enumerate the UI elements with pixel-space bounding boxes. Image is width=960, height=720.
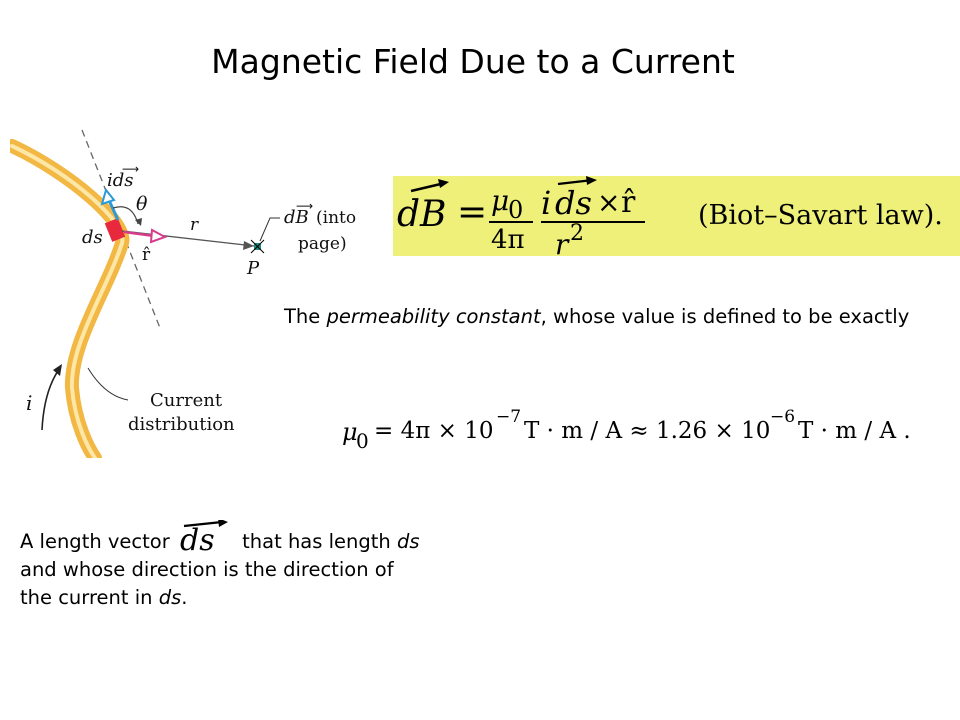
length-italic-ds: ds: [396, 530, 420, 553]
mu0-equation: μ 0 = 4π × 10 −7 T · m / A ≈ 1.26 × 10 −…: [342, 408, 910, 453]
theta-arrowhead: [135, 218, 142, 226]
ds-vector-symbol-text: ds: [180, 523, 215, 554]
label-p: P: [246, 258, 260, 279]
permeability-text-before: The: [284, 305, 327, 328]
mu0-unit1: T · m / A ≈ 1.26 × 10: [524, 418, 770, 444]
formula-r: r: [555, 228, 570, 256]
wire-inner: [10, 144, 125, 458]
label-into: (into: [316, 208, 356, 228]
length-text-2: that has length: [235, 530, 397, 553]
current-element-ds: [104, 218, 126, 242]
current-arrowhead: [53, 364, 62, 376]
db-leader-line: [259, 217, 280, 242]
formula-ds-arrowhead: [586, 176, 597, 185]
distribution-leader-line: [87, 367, 129, 401]
mu0-exp2: −6: [770, 408, 795, 427]
formula-cross: ×: [597, 186, 620, 219]
length-text-1: A length vector: [20, 530, 170, 553]
label-ds: ds: [82, 227, 103, 248]
current-distribution-diagram: ids ⟶ θ ds r̂ r dB ⟶ (into page) P i Cur…: [10, 129, 356, 458]
formula-rhat: r̂: [621, 185, 636, 220]
permeability-term: permeability constant: [326, 305, 541, 328]
formula-ds: ds: [555, 184, 592, 222]
label-distribution: distribution: [128, 414, 235, 435]
permeability-paragraph: The permeability constant, whose value i…: [284, 303, 954, 331]
permeability-text-after: , whose value is defined to be exactly: [540, 305, 910, 328]
ds-vector-symbol-arrow: [183, 520, 223, 528]
label-db-arrow: ⟶: [296, 199, 313, 213]
label-r: r: [190, 215, 199, 235]
formula-mu: μ: [491, 184, 509, 217]
formula-r-exp: 2: [570, 221, 584, 246]
length-italic-ds-2: ds: [158, 586, 182, 609]
mu0-unit2: T · m / A .: [798, 418, 910, 444]
label-ids-arrow: ⟶: [122, 162, 139, 176]
ds-vector-symbol-arrowhead: [218, 520, 228, 527]
rhat-arrowhead: [149, 228, 168, 244]
biot-savart-formula: dB = μ 0 4π i ds × r̂ r 2 (Biot–Savart l…: [393, 176, 960, 256]
formula-lhs-arrowhead: [438, 179, 449, 188]
r-arrowhead: [243, 241, 254, 250]
ds-vector-symbol: ds: [180, 520, 228, 554]
label-rhat: r̂: [142, 245, 151, 265]
formula-mu-sub: 0: [508, 196, 523, 224]
current-direction-arrow: [41, 367, 61, 431]
formula-law-name: (Biot–Savart law).: [698, 200, 943, 231]
label-db: dB: [284, 207, 309, 228]
length-text-4: .: [181, 586, 188, 609]
formula-equals: =: [457, 192, 487, 233]
point-p-cross-2: [250, 239, 265, 254]
label-current: Current: [150, 390, 223, 411]
formula-i: i: [541, 184, 551, 222]
label-ids: ids: [107, 170, 134, 191]
formula-lhs: dB: [397, 194, 447, 235]
rhat-vector: [123, 230, 155, 238]
page-title: Magnetic Field Due to a Current: [211, 42, 735, 81]
mu0-sub: 0: [356, 429, 369, 453]
formula-four-pi: 4π: [491, 225, 525, 255]
label-page: page): [298, 234, 347, 254]
mu0-eq-part: = 4π × 10: [374, 418, 494, 444]
mu0-exp1: −7: [496, 408, 521, 427]
mu0-mu: μ: [342, 418, 358, 446]
label-i: i: [26, 391, 32, 415]
length-text-3: and whose direction is the direction of …: [20, 558, 394, 609]
ids-arrowhead: [100, 187, 116, 206]
label-theta: θ: [136, 193, 148, 215]
length-vector-paragraph: A length vector ds that has length ds an…: [20, 520, 420, 612]
